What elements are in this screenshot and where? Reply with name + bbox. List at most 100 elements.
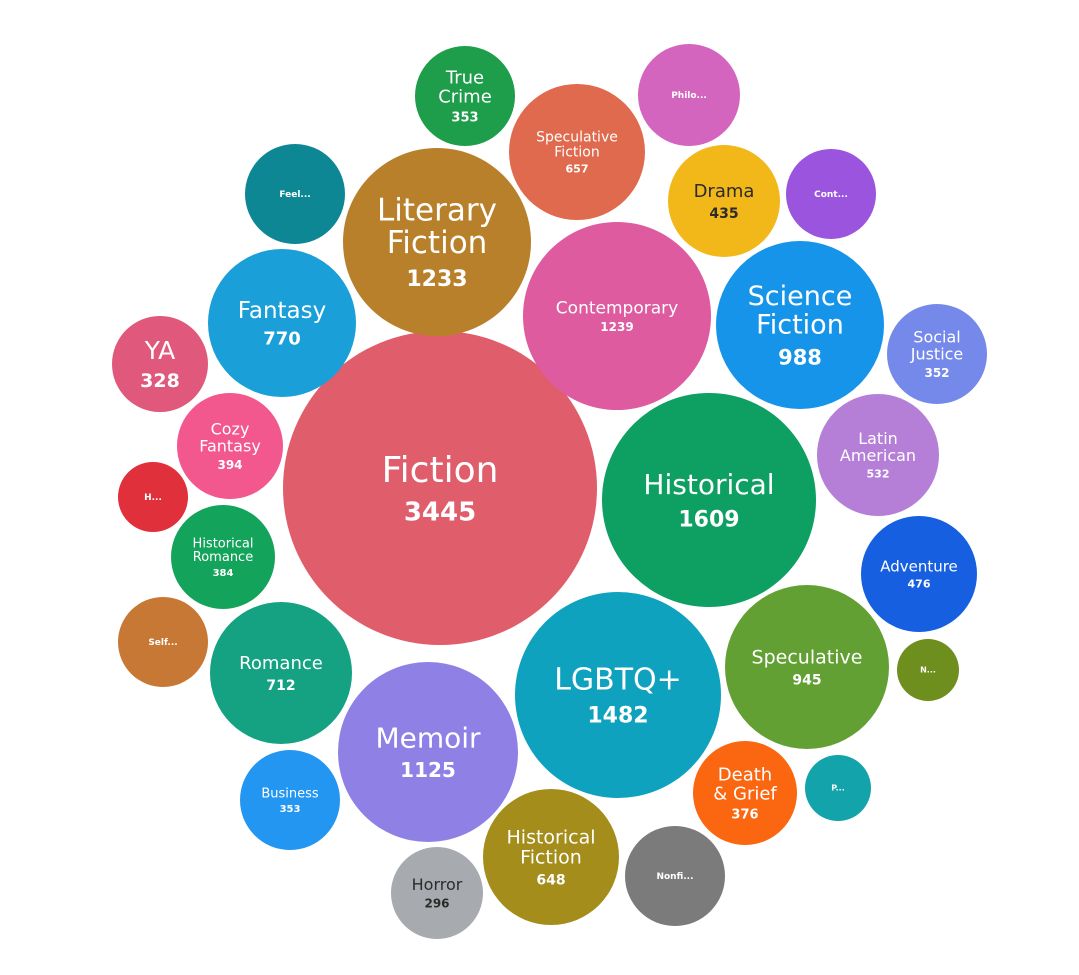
bubble-circle[interactable]	[897, 639, 959, 701]
bubble-circle[interactable]	[210, 602, 352, 744]
bubble-circle[interactable]	[343, 148, 531, 336]
bubble-circle[interactable]	[668, 145, 780, 257]
bubble-circle[interactable]	[509, 84, 645, 220]
bubble-value: 394	[217, 458, 242, 472]
bubble-label: Social	[913, 328, 960, 347]
bubble-label: Speculative	[752, 647, 863, 669]
bubble-circle[interactable]	[861, 516, 977, 632]
bubble-label: Horror	[412, 875, 463, 894]
bubble-value: 435	[709, 206, 738, 222]
bubble-label: Nonfi...	[656, 872, 693, 882]
bubble-label: Cont...	[814, 190, 848, 200]
bubble-circle[interactable]	[391, 847, 483, 939]
bubble-lgbtq[interactable]: LGBTQ+1482	[515, 592, 721, 798]
bubble-value: 712	[266, 678, 295, 694]
bubble-circle[interactable]	[415, 46, 515, 146]
bubble-label: Fiction	[756, 310, 844, 341]
bubble-adventure[interactable]: Adventure 476	[861, 516, 977, 632]
bubble-label: N...	[920, 666, 936, 675]
bubble-circle[interactable]	[786, 149, 876, 239]
bubble-circle[interactable]	[725, 585, 889, 749]
bubble-label: Science	[748, 281, 853, 312]
bubble-circle[interactable]	[171, 505, 275, 609]
bubble-circle[interactable]	[283, 331, 597, 645]
bubble-circle[interactable]	[817, 394, 939, 516]
bubble-label: Philo...	[671, 91, 707, 101]
bubble-circle[interactable]	[177, 393, 283, 499]
bubble-h[interactable]: H...	[118, 462, 188, 532]
bubble-value: 1482	[587, 703, 648, 728]
bubble-label: Adventure	[880, 557, 958, 575]
bubble-circle[interactable]	[887, 304, 987, 404]
bubble-value: 1125	[400, 758, 456, 782]
bubble-circle[interactable]	[805, 755, 871, 821]
bubble-cont[interactable]: Cont...	[786, 149, 876, 239]
bubble-label: Death	[718, 764, 772, 785]
bubble-circle[interactable]	[602, 393, 816, 607]
bubble-label: Business	[261, 786, 319, 801]
bubble-circle[interactable]	[483, 789, 619, 925]
bubble-circle[interactable]	[338, 662, 518, 842]
bubble-label: American	[840, 446, 916, 465]
bubble-philo[interactable]: Philo...	[638, 44, 740, 146]
bubble-label: Historical	[193, 537, 254, 552]
bubble-circle[interactable]	[118, 462, 188, 532]
bubble-drama[interactable]: Drama 435	[668, 145, 780, 257]
bubble-label: Fiction	[387, 225, 488, 261]
bubble-circle[interactable]	[112, 316, 208, 412]
bubble-circle[interactable]	[638, 44, 740, 146]
bubble-horror[interactable]: Horror 296	[391, 847, 483, 939]
bubble-circle[interactable]	[693, 741, 797, 845]
bubble-label: Latin	[858, 429, 898, 448]
bubble-circle[interactable]	[523, 222, 711, 410]
bubble-label: True	[445, 67, 484, 88]
bubble-contemporary[interactable]: Contemporary 1239	[523, 222, 711, 410]
bubble-value: 657	[566, 162, 589, 175]
bubble-value: 1239	[600, 320, 633, 334]
bubble-circle[interactable]	[245, 144, 345, 244]
bubble-value: 296	[424, 897, 449, 911]
bubble-label: Historical	[643, 468, 774, 501]
bubble-circle[interactable]	[625, 826, 725, 926]
bubble-value: 384	[213, 568, 234, 579]
bubble-self[interactable]: Self...	[118, 597, 208, 687]
bubble-label: Contemporary	[556, 298, 678, 318]
bubble-label: P...	[831, 784, 845, 793]
bubble-nonfi[interactable]: Nonfi...	[625, 826, 725, 926]
bubble-value: 476	[908, 578, 931, 591]
bubble-value: 945	[792, 672, 821, 688]
bubble-feel[interactable]: Feel...	[245, 144, 345, 244]
bubble-label: Fantasy	[199, 436, 261, 455]
bubble-label: Literary	[377, 193, 497, 229]
bubble-circle[interactable]	[515, 592, 721, 798]
bubble-circle[interactable]	[208, 249, 356, 397]
bubble-circle[interactable]	[118, 597, 208, 687]
bubble-label: Justice	[910, 344, 964, 363]
bubble-label: Drama	[694, 181, 755, 202]
bubble-value: 1233	[406, 267, 467, 292]
bubble-circle[interactable]	[240, 750, 340, 850]
bubble-speculative[interactable]: Speculative 945	[725, 585, 889, 749]
bubble-p[interactable]: P...	[805, 755, 871, 821]
bubble-value: 770	[263, 329, 301, 350]
bubble-n[interactable]: N...	[897, 639, 959, 701]
bubble-circle[interactable]	[716, 241, 884, 409]
